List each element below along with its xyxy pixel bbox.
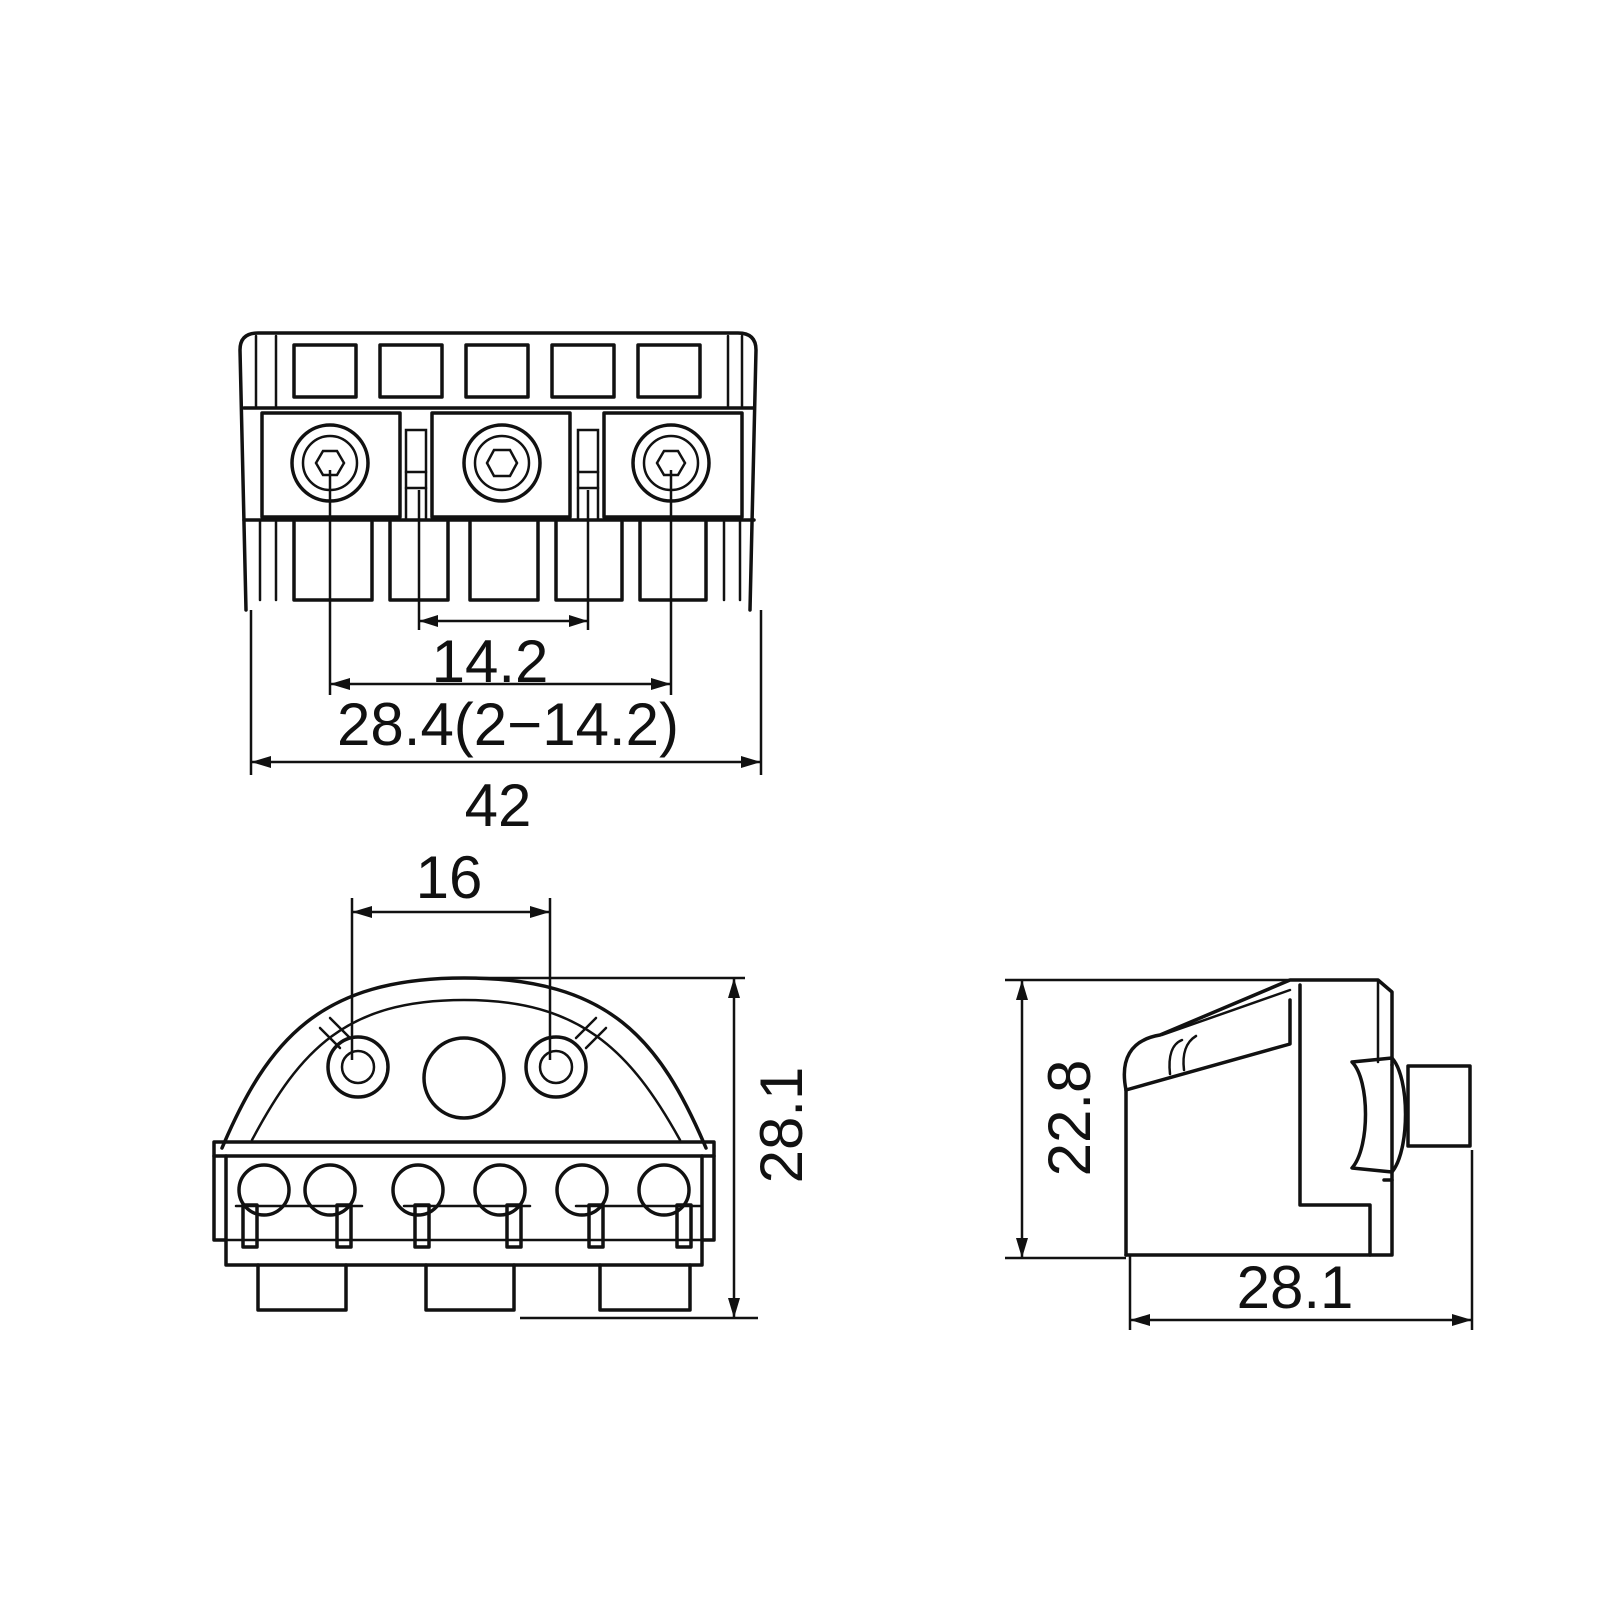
top-view: 14.2 28.4(2−14.2) 42 <box>238 331 763 839</box>
dimension-side-height: 22.8 <box>1005 978 1378 1260</box>
side-view-body <box>1122 978 1394 1257</box>
label-side-depth: 28.1 <box>1237 1254 1354 1321</box>
front-view-saddle-posts <box>234 1203 702 1249</box>
mount-hole-right <box>524 1035 588 1099</box>
dimension-42: 42 <box>249 610 763 839</box>
front-view-feet <box>256 1263 692 1312</box>
front-view-string-holes <box>237 1163 691 1217</box>
dimension-28-4: 28.4(2−14.2) <box>328 470 679 758</box>
dimension-side-depth: 28.1 <box>1128 1150 1474 1330</box>
side-view: 22.8 28.1 <box>1005 978 1474 1330</box>
label-side-height: 22.8 <box>1036 1060 1103 1177</box>
label-outer-string-spacing: 28.4(2−14.2) <box>337 691 679 758</box>
dimension-16: 16 <box>350 844 552 1060</box>
saddle-screw-center <box>462 423 542 503</box>
side-view-saddle-knob <box>1350 1056 1472 1174</box>
center-hole <box>422 1036 506 1120</box>
front-view: 16 28.1 <box>212 844 815 1320</box>
front-view-body <box>212 976 716 1267</box>
label-mount-hole-spacing: 16 <box>416 844 483 911</box>
label-front-height: 28.1 <box>748 1067 815 1184</box>
mount-hole-left <box>326 1035 390 1099</box>
top-view-fins <box>258 520 742 602</box>
dimension-front-height: 28.1 <box>464 976 815 1320</box>
label-overall-width: 42 <box>465 772 532 839</box>
